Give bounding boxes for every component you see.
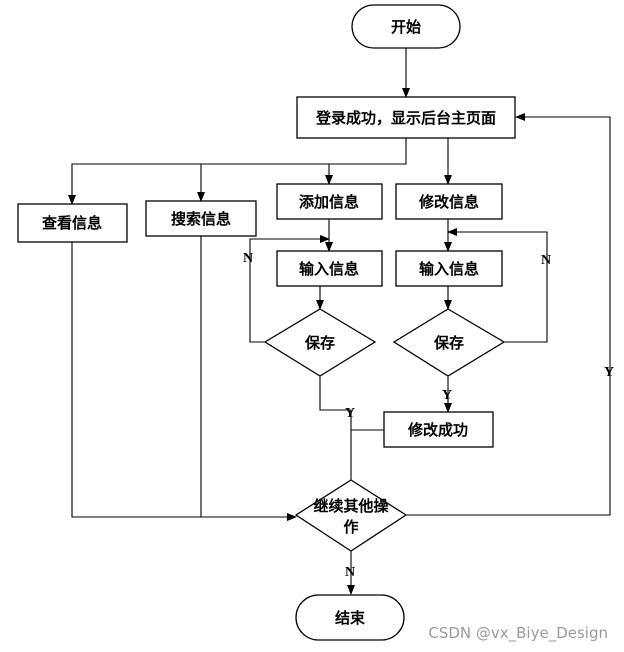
node-save-right: 保存: [392, 308, 506, 377]
node-search-label: 搜索信息: [171, 210, 231, 228]
node-login-label: 登录成功，显示后台主页面: [315, 109, 496, 127]
edge-save-left-yes: [319, 376, 355, 511]
node-view-label: 查看信息: [42, 214, 102, 232]
edge-save-right-no: [447, 228, 548, 343]
label-continue-no: N: [345, 565, 355, 580]
label-save-right-yes: Y: [442, 388, 452, 403]
node-input-left: 输入信息: [276, 250, 383, 287]
node-continue-label-line1: 继续其他操: [313, 497, 389, 515]
node-start-label: 开始: [391, 18, 421, 36]
node-end: 结束: [295, 594, 405, 641]
node-modify-success: 修改成功: [383, 411, 494, 448]
node-add: 添加信息: [276, 183, 383, 220]
node-save-right-label: 保存: [433, 334, 464, 352]
label-save-left-no: N: [243, 251, 253, 266]
node-input-right: 输入信息: [395, 250, 503, 287]
node-continue: 继续其他操 作: [294, 479, 408, 552]
node-input-left-label: 输入信息: [299, 260, 359, 278]
node-add-label: 添加信息: [299, 193, 359, 211]
node-view: 查看信息: [17, 203, 128, 243]
edge-continue-yes: [406, 113, 611, 516]
node-continue-label-line2: 作: [343, 518, 358, 536]
edge-save-left-no: [249, 235, 330, 343]
node-login: 登录成功，显示后台主页面: [296, 96, 516, 139]
node-end-label: 结束: [335, 609, 366, 627]
edges: [68, 48, 611, 595]
node-start: 开始: [351, 4, 461, 49]
node-modify-success-label: 修改成功: [407, 421, 468, 439]
node-input-right-label: 输入信息: [419, 260, 479, 278]
label-save-left-yes: Y: [345, 406, 355, 421]
node-modify-label: 修改信息: [418, 193, 479, 211]
label-save-right-no: N: [541, 253, 551, 268]
node-save-left-label: 保存: [304, 334, 335, 352]
node-save-left: 保存: [263, 308, 377, 377]
node-modify: 修改信息: [395, 183, 503, 220]
edge-login-view: [68, 138, 407, 205]
watermark: CSDN @vx_Biye_Design: [428, 624, 608, 643]
node-search: 搜索信息: [145, 200, 257, 237]
label-continue-yes: Y: [604, 365, 614, 380]
edge-view-continue: [71, 242, 297, 521]
